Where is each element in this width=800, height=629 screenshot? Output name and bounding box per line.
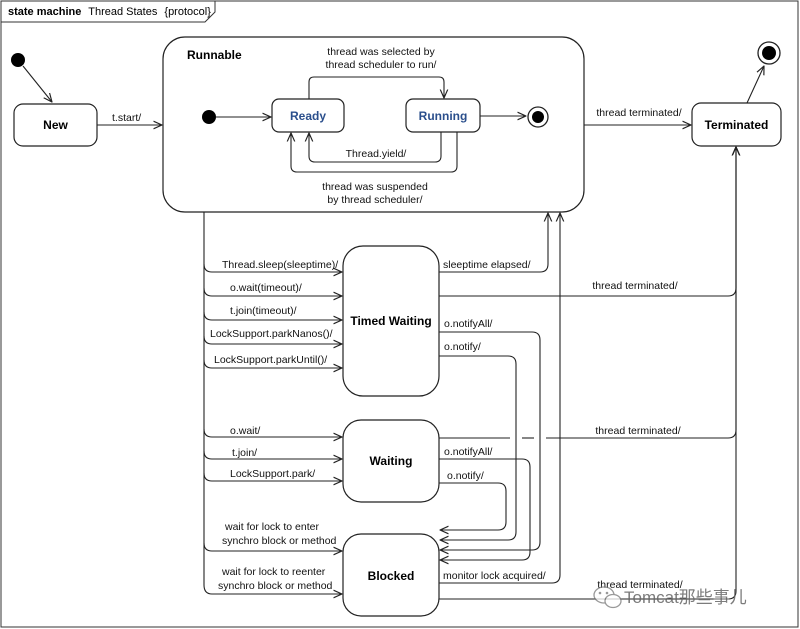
edge-lock-reenter	[203, 584, 342, 594]
edge-wait-timeout	[203, 287, 342, 296]
frame-title-tab	[1, 1, 216, 23]
label-lock-enter-2: synchro block or method	[222, 535, 337, 547]
watermark-text: Tomcat那些事儿	[624, 588, 747, 607]
edge-timed-notify-all	[439, 331, 541, 550]
label-suspended-2: by thread scheduler/	[327, 194, 422, 206]
edge-waiting-notify-all	[439, 458, 531, 560]
runnable-initial-state	[202, 110, 216, 124]
label-selected-2: thread scheduler to run/	[326, 59, 437, 71]
edge-ready-to-running	[308, 76, 444, 99]
edge-lock-enter	[203, 542, 342, 551]
state-timed-waiting	[342, 245, 440, 397]
edge-suspended	[291, 132, 458, 173]
label-notify-timed: o.notify/	[444, 341, 481, 353]
state-terminated	[691, 102, 782, 147]
label-terminated-timed: thread terminated/	[592, 280, 677, 292]
edge-blocked-terminated	[439, 147, 736, 600]
initial-state	[11, 53, 25, 67]
frame-name: Thread States	[88, 6, 158, 18]
label-join: t.join/	[232, 447, 257, 459]
state-timed-waiting-label: Timed Waiting	[350, 314, 431, 328]
state-new-label: New	[43, 118, 68, 132]
edge-wait	[203, 428, 342, 437]
label-terminated-blocked: thread terminated/	[597, 579, 682, 591]
label-join-timeout: t.join(timeout)/	[230, 305, 297, 317]
state-waiting	[342, 419, 440, 503]
state-runnable-label: Runnable	[187, 48, 242, 62]
label-selected-1: thread was selected by	[327, 46, 435, 58]
frame-title: state machine Thread States {protocol}	[8, 6, 211, 18]
edge-waiting-notify	[439, 482, 507, 530]
label-park-nanos: LockSupport.parkNanos()/	[210, 328, 333, 340]
label-wait-timeout: o.wait(timeout)/	[230, 282, 302, 294]
edge-park	[203, 472, 342, 481]
state-ready	[271, 98, 345, 133]
edge-monitor-acquired	[439, 213, 560, 584]
state-ready-label: Ready	[290, 109, 326, 123]
label-lock-reenter-1: wait for lock to reenter	[221, 566, 326, 578]
frame-tag: {protocol}	[164, 6, 211, 18]
final-state-dot	[762, 46, 776, 60]
edge-yield	[309, 132, 442, 163]
edge-park-nanos	[203, 335, 342, 344]
label-suspended-1: thread was suspended	[322, 181, 428, 193]
edge-terminated-final	[746, 66, 764, 104]
edge-join-timeout	[203, 311, 342, 320]
label-sleep: Thread.sleep(sleeptime)/	[222, 259, 338, 271]
edge-park-until	[203, 359, 342, 368]
label-lock-enter-1: wait for lock to enter	[224, 521, 319, 533]
label-lock-reenter-2: synchro block or method	[218, 580, 333, 592]
frame-keyword: state machine	[8, 6, 81, 18]
label-notify-all-waiting: o.notifyAll/	[444, 446, 493, 458]
label-terminated-waiting: thread terminated/	[595, 425, 680, 437]
label-park-until: LockSupport.parkUntil()/	[214, 354, 327, 366]
label-park: LockSupport.park/	[230, 468, 315, 480]
label-wait: o.wait/	[230, 425, 260, 437]
runnable-final-state-dot	[532, 111, 544, 123]
edge-sleep-elapsed	[439, 213, 548, 273]
state-blocked-label: Blocked	[368, 569, 415, 583]
label-start: t.start/	[112, 112, 141, 124]
label-monitor-acquired: monitor lock acquired/	[443, 570, 546, 582]
edge-timed-notify	[439, 355, 517, 540]
label-notify-all-timed: o.notifyAll/	[444, 318, 493, 330]
label-yield: Thread.yield/	[346, 148, 407, 160]
edge-sleep	[203, 263, 342, 272]
state-blocked	[342, 533, 440, 617]
wechat-icon	[593, 586, 622, 609]
label-notify-waiting: o.notify/	[447, 470, 484, 482]
label-terminated-runnable: thread terminated/	[596, 107, 681, 119]
edge-initial-to-new	[22, 65, 52, 102]
state-waiting-label: Waiting	[370, 454, 413, 468]
state-running-label: Running	[419, 109, 468, 123]
edge-join	[203, 450, 342, 459]
label-sleep-elapsed: sleeptime elapsed/	[443, 259, 531, 271]
state-terminated-label: Terminated	[705, 118, 769, 132]
